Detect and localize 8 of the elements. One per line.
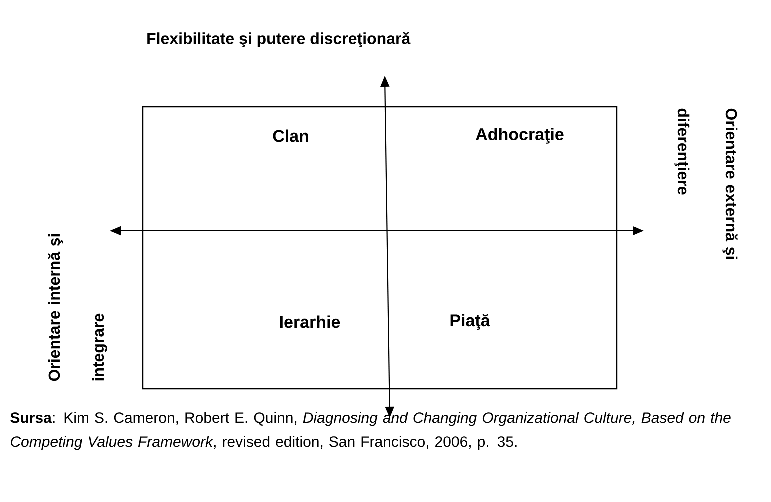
axis-label: Orientare externă şi diferenţiere xyxy=(674,108,738,260)
quadrant-label: Piaţă xyxy=(450,314,490,330)
quadrant-label: Adhocraţie xyxy=(476,128,564,144)
axis-label: Orientare internă şi integrare xyxy=(48,234,108,382)
quadrant-label: Ierarhie xyxy=(280,316,340,328)
quadrant-label: Clan xyxy=(273,130,308,142)
axis-label: Flexibilitate şi putere discreţionară xyxy=(148,32,411,48)
source-note: Sursa: Kim S. Cameron, Robert E. Quinn, Diagnosing and Changing Organizational Culture, Based on the Competing Values Framework, revised edition, San Francisco, 2006, p. 35. xyxy=(10,412,731,450)
